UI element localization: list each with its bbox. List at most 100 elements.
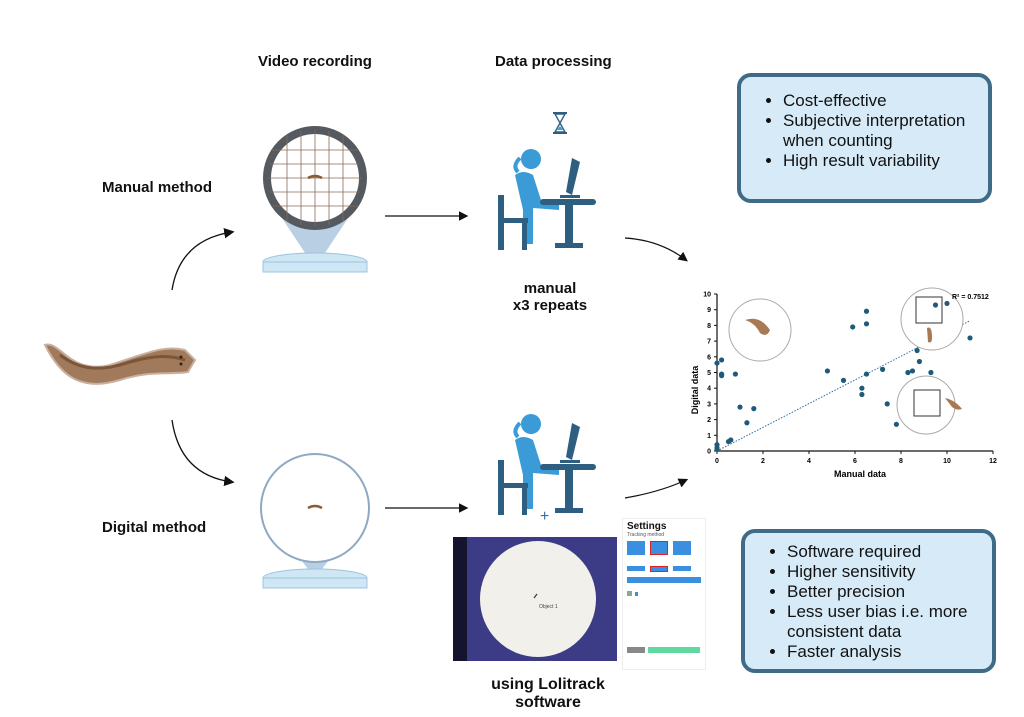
- data-point: [909, 368, 916, 374]
- manual-method-notes: Cost-effective Subjective interpretation…: [737, 73, 992, 203]
- lolitrack-label: using Lolitrack software: [478, 676, 618, 712]
- lolitrack-label-line2: software: [515, 694, 581, 711]
- inset-worm-upper-shape: [927, 327, 932, 343]
- start-tracking-button[interactable]: [648, 647, 700, 653]
- settings-title: Settings: [627, 521, 667, 532]
- y-tick-label: 5: [707, 370, 711, 377]
- manual-video-magnifier: [262, 126, 368, 273]
- data-point: [719, 357, 725, 363]
- manual-note: Cost-effective: [783, 91, 980, 111]
- inset-roi-box-lower: [913, 389, 941, 417]
- x-tick-label: 4: [807, 458, 811, 465]
- y-tick-label: 8: [707, 323, 711, 330]
- digital-note: Software required: [787, 542, 984, 562]
- data-point: [863, 371, 870, 377]
- data-point: [914, 347, 920, 354]
- arrow-manual-to-chart: [624, 237, 688, 262]
- inset-worm-lower-shape: [945, 398, 962, 410]
- digital-note: Better precision: [787, 582, 984, 602]
- y-tick-label: 3: [707, 401, 711, 408]
- header-video-recording: Video recording: [258, 53, 372, 70]
- object-color-swatch: [627, 591, 632, 596]
- arrow-worm-to-digital: [171, 419, 235, 487]
- data-point: [944, 300, 950, 307]
- manual-processing-line1: manual: [523, 280, 577, 297]
- data-point: [737, 404, 743, 410]
- x-tick-label: 8: [899, 458, 903, 465]
- data-point: [905, 369, 911, 376]
- data-point: [824, 368, 830, 374]
- tracked-object-label: Object 1: [539, 604, 558, 610]
- digital-method-label: Digital method: [102, 519, 207, 536]
- data-point: [928, 369, 934, 376]
- data-point: [840, 377, 847, 383]
- data-point: [714, 360, 720, 366]
- y-tick-label: 2: [707, 417, 711, 424]
- data-point: [850, 324, 856, 330]
- x-axis-label: Manual data: [834, 469, 887, 479]
- r-squared-annotation: R² = 0.7512: [952, 294, 989, 301]
- inset-roi-box-upper: [915, 296, 943, 324]
- tracking-mode-grid-button[interactable]: [673, 541, 691, 555]
- lolitrack-video-frame: Object 1: [453, 537, 617, 661]
- tracking-mode-manual-button[interactable]: [627, 541, 645, 555]
- data-point: [859, 385, 865, 391]
- object-visibility-toggle[interactable]: [635, 591, 638, 596]
- mode-option-2[interactable]: [650, 566, 668, 572]
- flatworm-illustration: [43, 343, 197, 385]
- inset-worm-shape: [745, 318, 770, 335]
- data-point: [880, 366, 886, 372]
- lolitrack-settings-panel: Settings Tracking method: [622, 518, 706, 670]
- y-axis-label: Digital data: [690, 365, 700, 415]
- arrow-digital-to-chart: [624, 478, 689, 499]
- data-point: [732, 371, 738, 377]
- x-tick-label: 0: [715, 458, 719, 465]
- digital-video-magnifier: [260, 453, 370, 589]
- header-data-processing: Data processing: [495, 53, 612, 70]
- digital-method-notes: Software required Higher sensitivity Bet…: [741, 529, 996, 673]
- y-tick-label: 6: [707, 354, 711, 361]
- x-tick-label: 2: [761, 458, 765, 465]
- y-tick-label: 10: [703, 292, 711, 299]
- data-point: [719, 373, 725, 379]
- reset-button[interactable]: [627, 647, 645, 653]
- data-point: [714, 446, 720, 453]
- data-point: [859, 391, 865, 398]
- inset-worm-lower: [896, 375, 956, 435]
- data-point: [916, 358, 922, 365]
- x-tick-label: 12: [989, 458, 997, 465]
- tracking-mode-auto-button[interactable]: [650, 541, 668, 555]
- manual-note: Subjective interpretation when counting: [783, 111, 980, 151]
- arrow-worm-to-manual: [171, 228, 235, 291]
- manual-method-label: Manual method: [102, 179, 213, 196]
- manual-processing-line2: x3 repeats: [512, 297, 588, 314]
- data-point: [728, 437, 734, 443]
- tracking-method-label: Tracking method: [627, 532, 665, 538]
- data-point: [751, 406, 757, 412]
- y-tick-label: 7: [707, 339, 711, 346]
- mode-option-3[interactable]: [673, 566, 691, 571]
- data-point: [863, 308, 870, 314]
- data-point: [967, 335, 973, 341]
- y-tick-label: 9: [707, 307, 711, 314]
- plus-sign: +: [540, 508, 550, 525]
- data-point: [884, 401, 890, 407]
- person-computer-digital-icon: [498, 414, 596, 515]
- data-point: [744, 420, 750, 426]
- manual-processing-label: manual x3 repeats: [490, 280, 610, 314]
- y-tick-label: 4: [707, 386, 711, 393]
- digital-note: Less user bias i.e. more consistent data: [787, 602, 984, 642]
- data-point: [932, 302, 939, 308]
- mode-option-1[interactable]: [627, 566, 645, 571]
- lolitrack-label-line1: using Lolitrack: [491, 676, 605, 693]
- y-tick-label: 1: [707, 433, 711, 440]
- hourglass-icon: [553, 112, 567, 134]
- y-tick-label: 0: [707, 449, 711, 456]
- auto-select-objects-button[interactable]: [627, 577, 701, 583]
- manual-note: High result variability: [783, 151, 980, 171]
- digital-note: Faster analysis: [787, 642, 984, 662]
- digital-note: Higher sensitivity: [787, 562, 984, 582]
- x-tick-label: 6: [853, 458, 857, 465]
